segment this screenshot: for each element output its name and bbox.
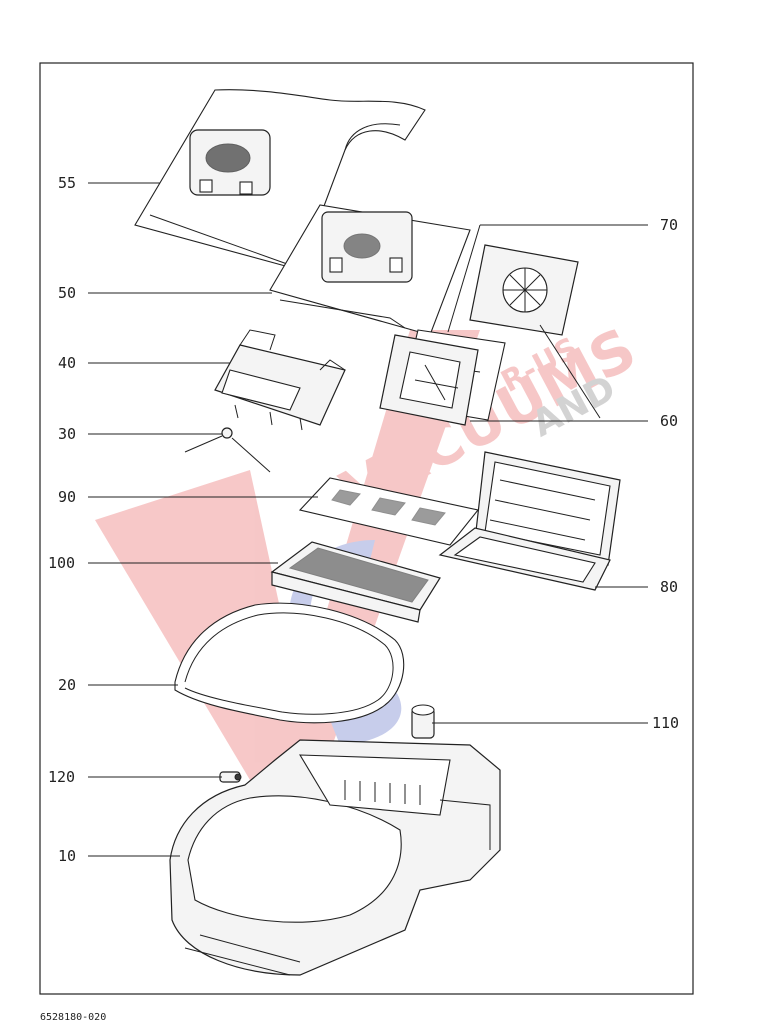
part-20-gasket — [174, 602, 405, 724]
part-55-dust-bag — [134, 89, 426, 271]
leader-70-b — [447, 224, 481, 333]
callout-80: 80 — [660, 578, 678, 596]
callout-120: 120 — [48, 768, 75, 786]
part-40-bag-holder — [214, 329, 346, 431]
leader-60-b — [539, 324, 601, 419]
part-50-dust-bag-flat — [269, 204, 471, 336]
callout-10: 10 — [58, 847, 76, 865]
callout-110: 110 — [652, 714, 679, 732]
callout-50: 50 — [58, 284, 76, 302]
diagram-frame — [39, 62, 694, 995]
part-30-small-part — [184, 427, 271, 473]
callout-55: 55 — [58, 174, 76, 192]
part-110-bushing — [411, 704, 435, 739]
leader-lines — [88, 182, 648, 857]
callout-labels: 55 50 70 40 60 30 90 100 80 20 110 120 1… — [48, 174, 679, 865]
callout-100: 100 — [48, 554, 75, 572]
part-60-filter-frames — [379, 244, 579, 426]
part-120-pin — [219, 771, 242, 783]
part-80-hepa-filter — [438, 451, 621, 591]
document-number: 6528180-020 — [40, 1012, 107, 1023]
callout-60: 60 — [660, 412, 678, 430]
callout-90: 90 — [58, 488, 76, 506]
callout-30: 30 — [58, 425, 76, 443]
callout-70: 70 — [660, 216, 678, 234]
callout-40: 40 — [58, 354, 76, 372]
part-10-housing — [169, 739, 501, 976]
callout-20: 20 — [58, 676, 76, 694]
part-100-cartridge-filter — [270, 541, 441, 623]
